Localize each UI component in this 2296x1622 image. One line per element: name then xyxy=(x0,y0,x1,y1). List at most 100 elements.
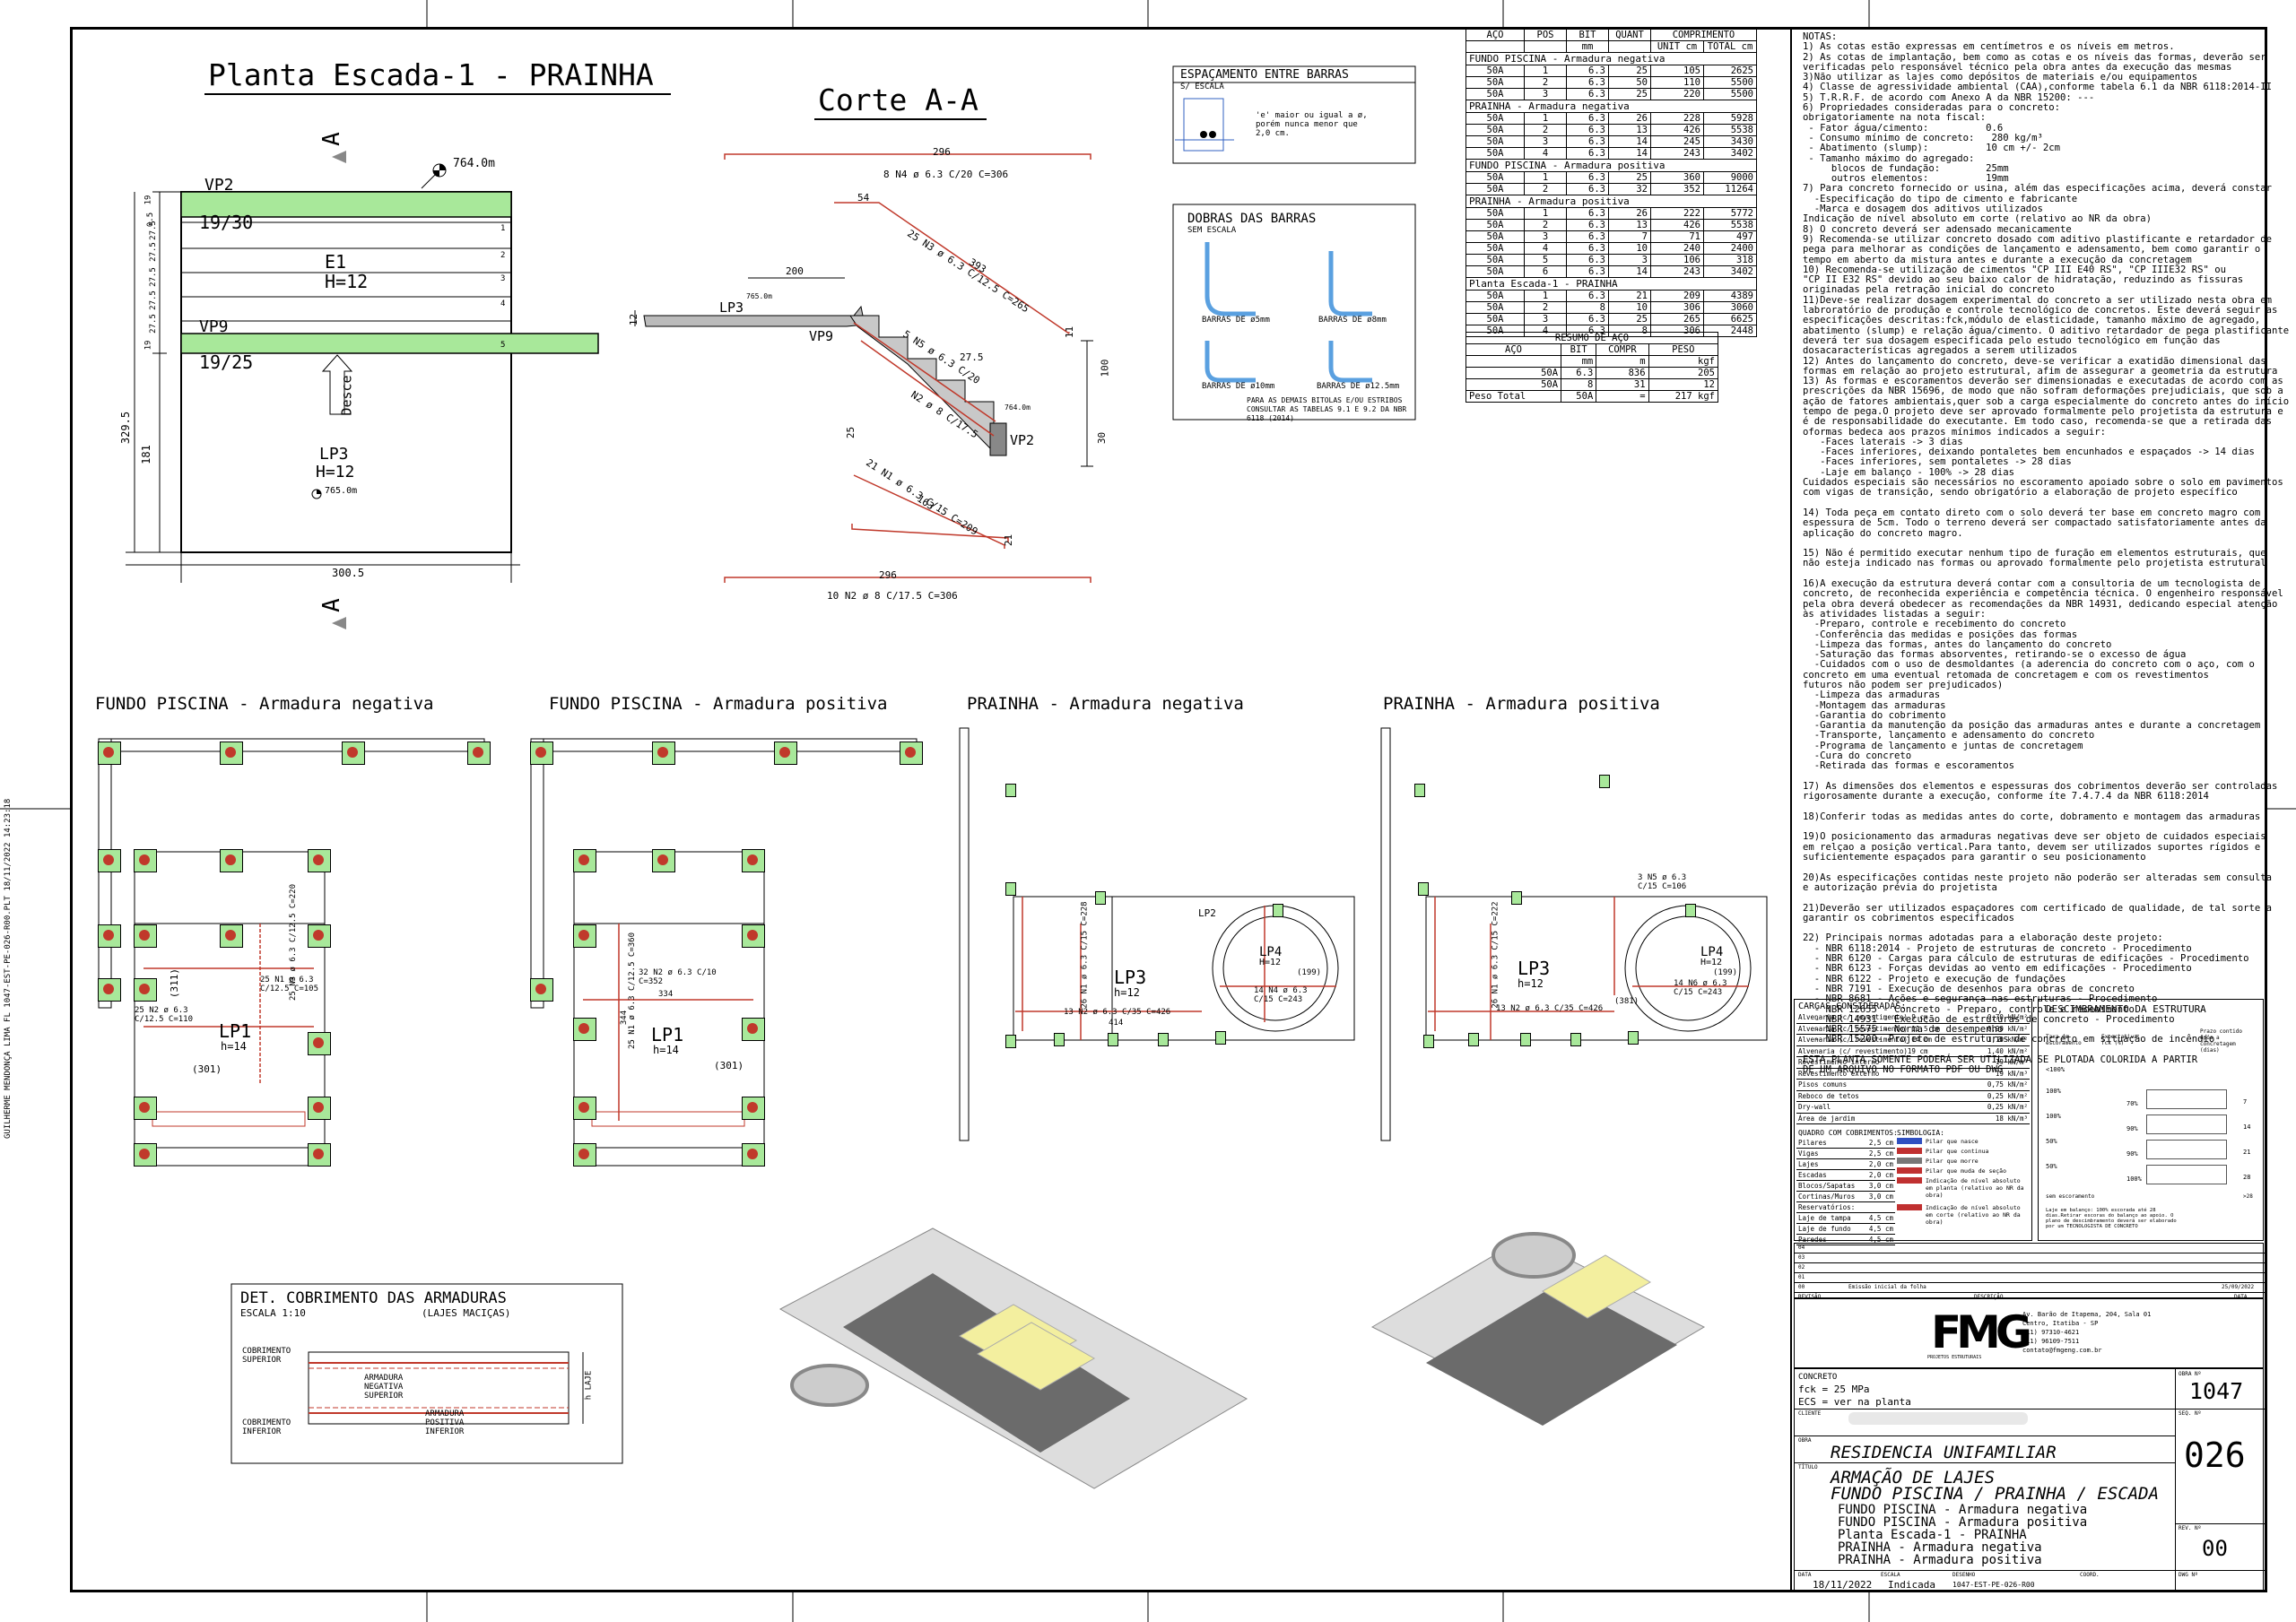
summary-cell: 6.3 xyxy=(1561,367,1597,379)
tb-work-label: OBRA xyxy=(1798,1437,1812,1444)
summary-cell: 50A xyxy=(1465,378,1562,391)
rebar-group-row: Planta Escada-1 - PRAINHA xyxy=(1465,277,1757,291)
shoring-bar xyxy=(2146,1115,2227,1134)
bends-subtitle: SEM ESCALA xyxy=(1187,226,1237,235)
rebar-cell: 2625 xyxy=(1703,65,1757,77)
revision-row: 02 xyxy=(1795,1263,2265,1273)
tb-drawing-label: DESENHO xyxy=(1952,1572,1976,1578)
sec-27-5: 27.5 xyxy=(960,351,984,363)
shoring-days: 28 xyxy=(2243,1174,2251,1181)
view-title-prainha-pos: PRAINHA - Armadura positiva xyxy=(1383,694,1660,714)
cover-value: 4,5 cm xyxy=(1868,1214,1893,1222)
summary-cell: 31 xyxy=(1596,378,1649,391)
pillar-core xyxy=(139,984,150,994)
tb-item: Planta Escada-1 - PRAINHA xyxy=(1838,1528,2027,1542)
sec-top-label: 8 N4 ø 6.3 C/20 C=306 xyxy=(883,169,1009,180)
rebar-cell: 5772 xyxy=(1703,207,1757,220)
rebar-cell: 50A xyxy=(1465,207,1525,220)
rebar-cell: 50A xyxy=(1465,88,1525,100)
tb-seq-label: SEQ. Nº xyxy=(2179,1410,2202,1417)
symbol-row: Pilar que nasce xyxy=(1897,1138,2030,1145)
revision-row: 01 xyxy=(1795,1273,2265,1283)
tb-rev: 00 xyxy=(2202,1536,2228,1561)
plan-left-dim: 27.5 xyxy=(148,314,158,334)
pillar-marker xyxy=(134,924,157,948)
pillar-core xyxy=(747,1149,758,1159)
rebar-cell: 1 xyxy=(1524,171,1567,184)
company-city: Centro, Itatiba - SP xyxy=(2022,1320,2099,1327)
symbol-swatch xyxy=(1897,1167,1922,1174)
summary-cell: 205 xyxy=(1648,367,1719,379)
pn-lp2: LP2 xyxy=(1198,907,1216,919)
sec-25: 25 xyxy=(845,426,857,439)
cover-name: Reservatórios: xyxy=(1798,1203,1856,1211)
tb-date-label: DATA xyxy=(1798,1572,1812,1578)
shoring-row: 100%90%14 xyxy=(2039,1111,2263,1136)
fp-lp1: LP1 xyxy=(651,1024,684,1045)
shoring-days: 7 xyxy=(2243,1098,2248,1106)
rebar-cell: 50A xyxy=(1465,171,1525,184)
cover-value: 2,5 cm xyxy=(1868,1139,1893,1147)
symbol-row: Indicação de nível absoluto em planta (r… xyxy=(1897,1177,2030,1199)
rebar-cell: 14 xyxy=(1608,135,1651,148)
symbol-label: Pilar que muda de seção xyxy=(1926,1167,2007,1175)
pn-414: 414 xyxy=(1109,1019,1124,1028)
revision-number: 01 xyxy=(1798,1274,1805,1280)
rebar-cell: 5500 xyxy=(1703,88,1757,100)
tb-seq: 026 xyxy=(2184,1436,2246,1475)
spacing-title: ESPAÇAMENTO ENTRE BARRAS xyxy=(1180,68,1349,82)
pillar-core xyxy=(578,1102,589,1113)
section-title-underline xyxy=(814,118,987,120)
pillar-marker xyxy=(573,1143,596,1167)
company-phone2: (11) 96109-7511 xyxy=(2022,1338,2080,1345)
rebar-group-row: FUNDO PISCINA - Armadura positiva xyxy=(1465,159,1757,172)
company-logo: FMG xyxy=(1931,1306,2032,1358)
loads-title: CARGAS CONSIDERADAS: xyxy=(1798,1002,1907,1011)
prainha-pos-drawing xyxy=(1380,727,1768,1141)
label-lp3-h: H=12 xyxy=(316,463,355,481)
pillar-core xyxy=(535,984,546,994)
summary-total-label: Peso Total xyxy=(1465,390,1562,403)
fp-label-n1: 25 N1 ø 6.3 C/12.5 C=360 xyxy=(628,932,638,1050)
tb-item: PRAINHA - Armadura positiva xyxy=(1838,1553,2042,1567)
load-value: 1,40 kN/m² xyxy=(1987,1046,2028,1055)
load-value: 19 kN/m³ xyxy=(1995,1058,2028,1066)
rebar-cell: 6.3 xyxy=(1566,230,1609,243)
sec-bottom-label: 10 N2 ø 8 C/17.5 C=306 xyxy=(827,590,958,602)
fn-301: (301) xyxy=(192,1063,222,1075)
pp-lp4-h: H=12 xyxy=(1700,958,1723,967)
rebar-cell: 222 xyxy=(1650,207,1704,220)
fp-label-n2: 32 N2 ø 6.3 C/10 C=352 xyxy=(639,968,717,986)
view-title-prainha-neg: PRAINHA - Armadura negativa xyxy=(967,694,1244,714)
plan-title: Planta Escada-1 - PRAINHA xyxy=(208,57,654,92)
rebar-cell: 352 xyxy=(1650,183,1704,195)
load-name: Alvenaria (c/ revestimento) 9 cm xyxy=(1798,1013,1928,1021)
rebar-cell: 5500 xyxy=(1703,76,1757,89)
symbol-row: Indicação de nível absoluto em corte (re… xyxy=(1897,1204,2030,1226)
pillar-core xyxy=(103,930,114,941)
pillar-core xyxy=(313,1149,324,1159)
pn-label-n4: 14 N4 ø 6.3 C/15 C=243 xyxy=(1254,986,1308,1004)
small-pillar-marker xyxy=(1005,784,1016,797)
revision-row: 03 xyxy=(1795,1253,2265,1263)
sec-top-dim: 296 xyxy=(933,146,951,158)
tb-concrete-label: CONCRETO xyxy=(1798,1373,1838,1382)
load-name: Dry-wall xyxy=(1798,1103,1831,1111)
pillar-core xyxy=(139,1102,150,1113)
sec-lp3-elev: 765.0m xyxy=(746,292,772,300)
rebar-cell: 6.3 xyxy=(1566,265,1609,278)
summary-cell: 12 xyxy=(1648,378,1719,391)
rebar-cell: 4389 xyxy=(1703,290,1757,302)
pillar-core xyxy=(657,747,668,758)
